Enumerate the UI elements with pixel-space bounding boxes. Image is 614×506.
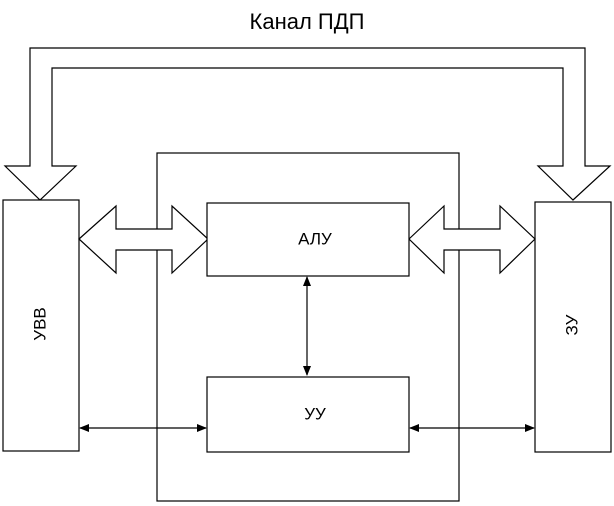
io-alu-bus-arrow	[78, 204, 209, 275]
memory-unit-label: ЗУ	[562, 314, 581, 335]
control-unit-label: УУ	[304, 404, 326, 423]
dma-channel-title: Канал ПДП	[250, 9, 365, 34]
io-unit-block	[2, 199, 80, 452]
alu-label: АЛУ	[298, 229, 332, 248]
alu-memory-bus-arrow	[408, 204, 536, 275]
alu-block	[206, 202, 410, 277]
memory-unit-block	[534, 201, 612, 453]
processor-frame	[156, 152, 460, 502]
control-unit-block	[206, 376, 410, 453]
dma-channel-arrow	[3, 47, 612, 201]
io-unit-label: УВВ	[30, 307, 49, 340]
